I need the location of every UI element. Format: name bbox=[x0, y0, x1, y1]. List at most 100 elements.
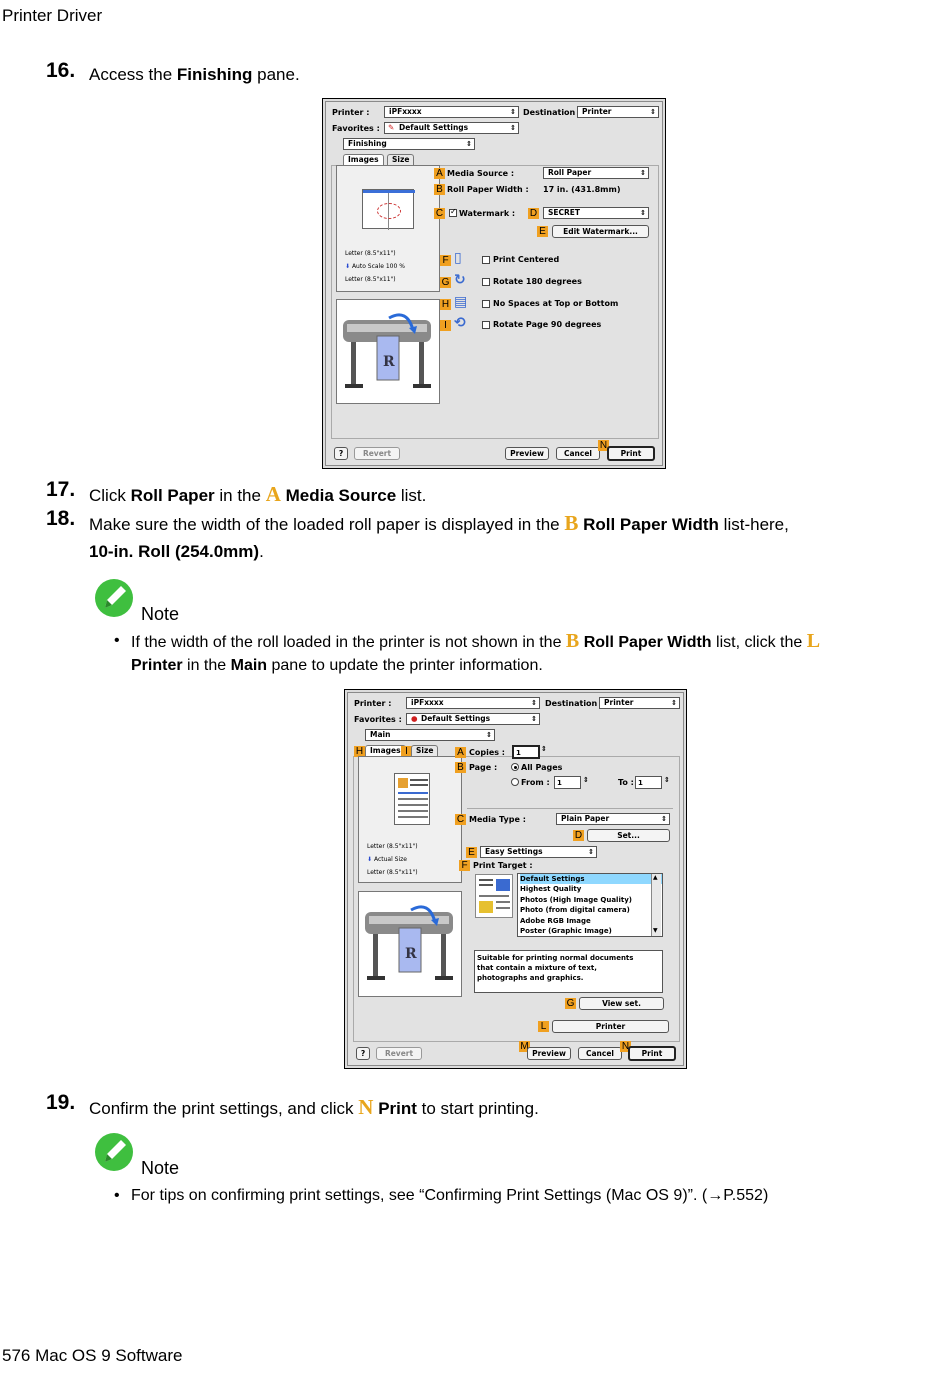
help-button[interactable]: ? bbox=[356, 1047, 370, 1060]
tab-size[interactable]: Size bbox=[411, 745, 439, 756]
printer-select[interactable]: iPFxxxx⇕ bbox=[406, 697, 540, 709]
copies-stepper[interactable]: ⇕ bbox=[541, 745, 547, 753]
pane-select[interactable]: Finishing⇕ bbox=[343, 138, 475, 150]
popup-arrow-icon: ⇕ bbox=[510, 108, 516, 116]
to-input[interactable]: 1 bbox=[635, 776, 662, 789]
copies-input[interactable]: 1 bbox=[512, 745, 540, 759]
step-text: Confirm the print settings, and click N … bbox=[89, 1095, 539, 1119]
to-label: To : bbox=[618, 778, 634, 787]
callout-l: L bbox=[538, 1021, 549, 1032]
tab-images[interactable]: Images bbox=[343, 154, 384, 165]
print-button[interactable]: Print bbox=[607, 446, 655, 461]
note-bullet: • If the width of the roll loaded in the… bbox=[114, 630, 821, 674]
list-item[interactable]: Adobe RGB Image bbox=[520, 916, 591, 925]
print-target-thumbnail bbox=[475, 874, 513, 918]
list-item[interactable]: Photo (from digital camera) bbox=[520, 906, 630, 915]
callout-d: D bbox=[573, 830, 584, 841]
output-size-text: Letter (8.5"x11") bbox=[367, 869, 418, 876]
rotate-180-label: Rotate 180 degrees bbox=[493, 277, 582, 286]
wrench-icon: ✎ bbox=[388, 123, 395, 132]
cancel-button[interactable]: Cancel bbox=[578, 1047, 622, 1060]
printer-button[interactable]: Printer bbox=[552, 1020, 669, 1033]
revert-button[interactable]: Revert bbox=[376, 1047, 422, 1060]
callout-b: B bbox=[455, 762, 466, 773]
watermark-select[interactable]: SECRET⇕ bbox=[543, 207, 649, 219]
pane-select[interactable]: Main⇕ bbox=[365, 729, 495, 741]
callout-e: E bbox=[537, 226, 548, 237]
description-box: Suitable for printing normal documents t… bbox=[474, 950, 663, 993]
all-pages-radio[interactable] bbox=[511, 763, 519, 771]
callout-i: I bbox=[401, 746, 412, 757]
list-item[interactable]: Poster (Graphic Image) bbox=[520, 927, 612, 936]
list-item[interactable]: Highest Quality bbox=[520, 885, 582, 894]
set-button[interactable]: Set... bbox=[587, 829, 670, 842]
to-stepper[interactable]: ⇕ bbox=[664, 776, 670, 784]
popup-arrow-icon: ⇕ bbox=[661, 815, 667, 823]
list-item[interactable]: Default Settings bbox=[520, 874, 662, 885]
easy-settings-select[interactable]: Easy Settings⇕ bbox=[480, 846, 597, 858]
popup-arrow-icon: ⇕ bbox=[531, 715, 537, 723]
popup-arrow-icon: ⇕ bbox=[640, 209, 646, 217]
preview-button[interactable]: Preview bbox=[527, 1047, 571, 1060]
print-target-list[interactable]: Default Settings Highest Quality Photos … bbox=[517, 873, 663, 937]
callout-b: B bbox=[434, 184, 445, 195]
revert-button[interactable]: Revert bbox=[354, 447, 400, 460]
destination-label: Destination : bbox=[523, 108, 582, 117]
page-layout-thumbnail bbox=[362, 189, 415, 230]
favorites-select[interactable]: ✎Default Settings⇕ bbox=[384, 122, 519, 134]
list-item[interactable]: Photos (High Image Quality) bbox=[520, 895, 632, 904]
from-stepper[interactable]: ⇕ bbox=[583, 776, 589, 784]
edit-watermark-button[interactable]: Edit Watermark... bbox=[552, 225, 649, 238]
cancel-button[interactable]: Cancel bbox=[556, 447, 600, 460]
rotate-90-label: Rotate Page 90 degrees bbox=[493, 320, 602, 329]
destination-select[interactable]: Printer⇕ bbox=[577, 106, 659, 118]
paper-size-text: Letter (8.5"x11") bbox=[367, 843, 418, 850]
tab-size[interactable]: Size bbox=[387, 154, 415, 165]
callout-g: G bbox=[440, 277, 451, 288]
callout-a: A bbox=[434, 168, 445, 179]
popup-arrow-icon: ⇕ bbox=[510, 124, 516, 132]
popup-arrow-icon: ⇕ bbox=[531, 699, 537, 707]
step-number: 19. bbox=[46, 1091, 76, 1114]
no-spaces-checkbox[interactable] bbox=[482, 300, 490, 308]
step-number: 18. bbox=[46, 507, 76, 530]
svg-text:R: R bbox=[383, 354, 395, 370]
view-set-button[interactable]: View set. bbox=[579, 997, 664, 1010]
copies-label: Copies : bbox=[469, 748, 506, 757]
print-centered-checkbox[interactable] bbox=[482, 256, 490, 264]
destination-select[interactable]: Printer⇕ bbox=[599, 697, 680, 709]
favorites-select[interactable]: ●Default Settings⇕ bbox=[406, 713, 540, 725]
scroll-up-icon: ▲ bbox=[653, 874, 658, 881]
from-radio[interactable] bbox=[511, 778, 519, 786]
svg-text:R: R bbox=[405, 946, 417, 962]
print-button[interactable]: Print bbox=[628, 1046, 676, 1061]
rotate-90-icon: ⟲ bbox=[454, 315, 466, 331]
list-scrollbar[interactable]: ▲ ▼ bbox=[651, 874, 661, 936]
rotate-180-checkbox[interactable] bbox=[482, 278, 490, 286]
printer-label: Printer : bbox=[332, 108, 370, 117]
popup-arrow-icon: ⇕ bbox=[588, 848, 594, 856]
description-line: that contain a mixture of text, bbox=[477, 964, 597, 972]
media-source-select[interactable]: Roll Paper⇕ bbox=[543, 167, 649, 179]
printer-select[interactable]: iPFxxxx⇕ bbox=[384, 106, 519, 118]
step-text: Click Roll Paper in the A Media Source l… bbox=[89, 482, 427, 506]
from-input[interactable]: 1 bbox=[554, 776, 581, 789]
bullet-icon: ● bbox=[411, 714, 418, 723]
note-bullet: • For tips on confirming print settings,… bbox=[114, 1187, 769, 1204]
media-type-select[interactable]: Plain Paper⇕ bbox=[556, 813, 670, 825]
preview-button[interactable]: Preview bbox=[505, 447, 549, 460]
page-preview: Letter (8.5"x11") ⬇ Auto Scale 100 % Let… bbox=[336, 165, 440, 292]
description-line: Suitable for printing normal documents bbox=[477, 954, 634, 962]
no-spaces-icon: ▤ bbox=[454, 294, 468, 310]
watermark-checkbox[interactable] bbox=[449, 207, 457, 217]
callout-n: N bbox=[620, 1041, 631, 1052]
paper-size-text: Letter (8.5"x11") bbox=[345, 250, 396, 257]
rotate-90-checkbox[interactable] bbox=[482, 321, 490, 329]
tab-images[interactable]: Images bbox=[365, 745, 406, 756]
callout-g: G bbox=[565, 998, 576, 1009]
destination-label: Destination : bbox=[545, 699, 604, 708]
print-centered-icon: ▯ bbox=[454, 250, 462, 266]
help-button[interactable]: ? bbox=[334, 447, 348, 460]
page-preview: Letter (8.5"x11") ⬇ Actual Size Letter (… bbox=[358, 756, 462, 883]
roll-paper-width-label: Roll Paper Width : bbox=[447, 185, 529, 194]
